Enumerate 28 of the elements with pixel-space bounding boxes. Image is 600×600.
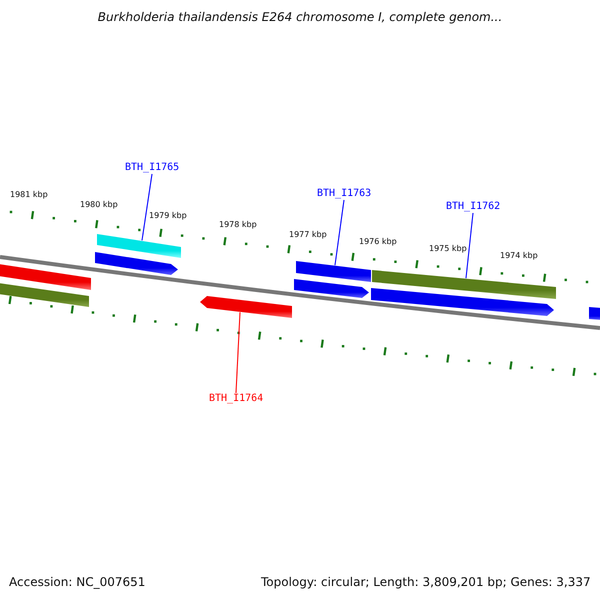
scale-label: 1978 kbp — [219, 221, 257, 229]
gene-label: BTH_I1764 — [209, 394, 264, 404]
gene-feature — [371, 288, 554, 316]
footer-text: Accession: NC_007651 — [9, 576, 146, 588]
map-title: Burkholderia thailandensis E264 chromosome I, complete genom... — [96, 11, 504, 23]
footer-text: Topology: circular; Length: 3,809,201 bp; Genes: 3,337 — [261, 576, 591, 588]
gene-label: BTH_I1763 — [317, 189, 372, 199]
leader-line — [142, 174, 152, 241]
gene-feature — [296, 261, 371, 282]
scale-label: 1979 kbp — [149, 212, 187, 220]
gene-feature — [0, 283, 89, 307]
gene-feature — [589, 307, 600, 320]
scale-label: 1974 kbp — [500, 252, 538, 260]
gene-feature — [95, 252, 178, 275]
scale-label: 1976 kbp — [359, 238, 397, 246]
gene-feature — [97, 234, 181, 258]
scale-label: 1975 kbp — [429, 245, 467, 253]
leader-line — [236, 312, 240, 394]
gene-label: BTH_I1765 — [125, 163, 180, 173]
scale-label: 1977 kbp — [289, 231, 327, 239]
gene-feature — [294, 279, 369, 298]
leader-line — [334, 200, 344, 266]
scale-label: 1980 kbp — [80, 201, 118, 209]
gene-label: BTH_I1762 — [446, 202, 500, 212]
gene-feature — [372, 270, 556, 299]
gene-feature — [200, 296, 292, 318]
gene-feature — [0, 264, 91, 290]
scale-label: 1981 kbp — [10, 191, 48, 199]
